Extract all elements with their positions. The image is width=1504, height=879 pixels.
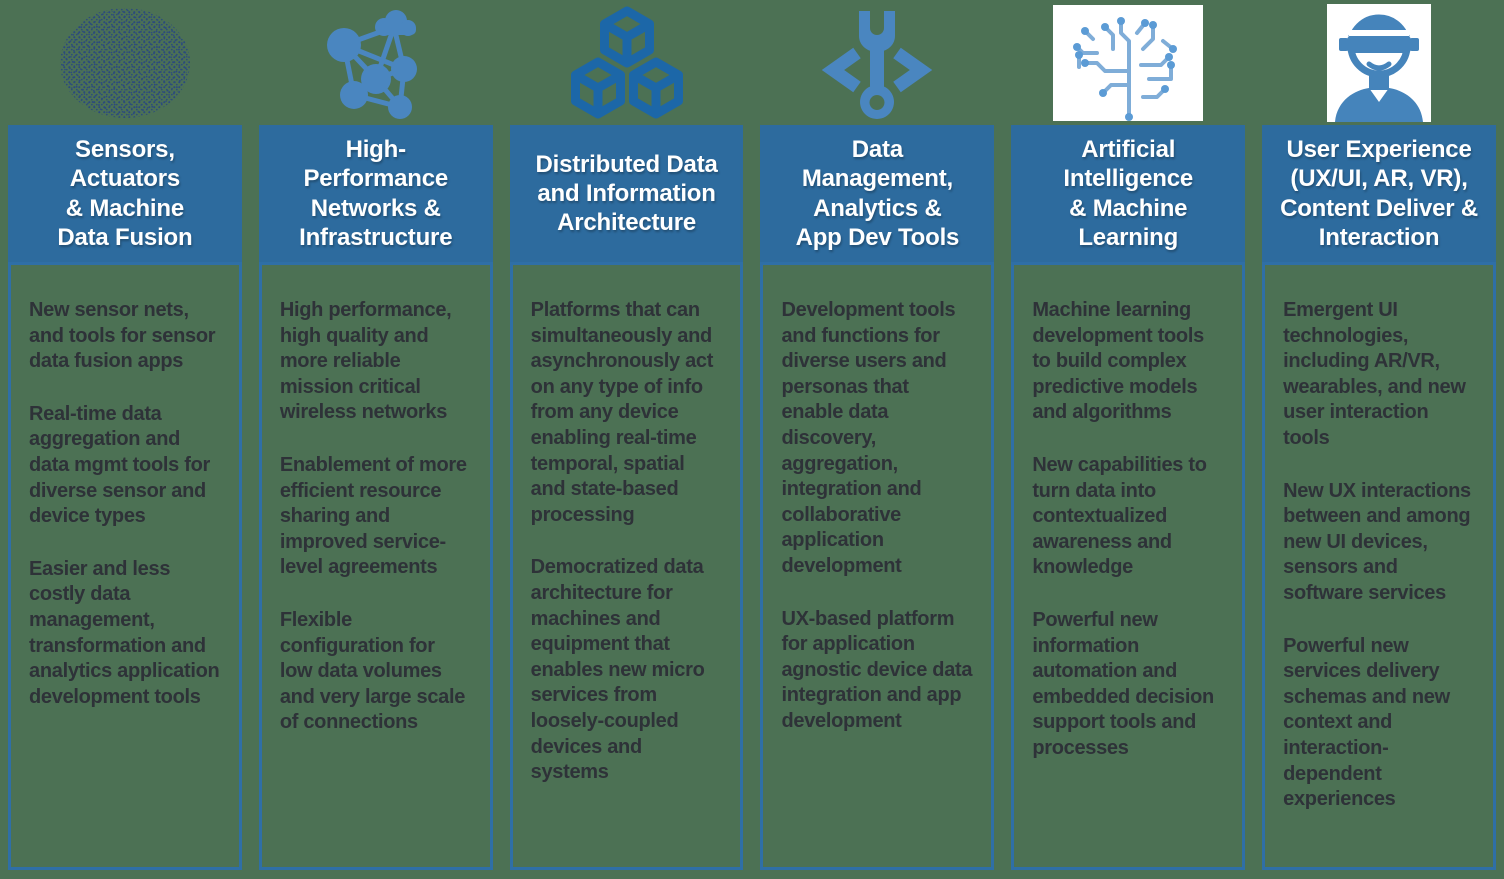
paragraph: Platforms that can simultaneously and as…: [530, 299, 714, 526]
paragraph: New sensor nets, and tools for sensor da…: [29, 299, 216, 373]
column-body: Emergent UI technologies, including AR/V…: [1262, 262, 1496, 870]
paragraph: High performance, high quality and more …: [279, 299, 452, 424]
paragraph: Emergent UI technologies, including AR/V…: [1283, 299, 1466, 449]
column-body: Machine learning development tools to bu…: [1011, 262, 1246, 870]
column-body: Development tools and functions for dive…: [760, 262, 995, 870]
column-header-text: Artificial Intelligence & Machine Learni…: [1063, 135, 1194, 251]
column-header: Sensors, Actuators & Machine Data Fusion: [8, 125, 242, 262]
point-cloud-sphere-icon: [8, 0, 242, 125]
paragraph: Development tools and functions for dive…: [781, 299, 956, 577]
circuit-brain-icon: [1011, 0, 1245, 125]
column-body: Platforms that can simultaneously and as…: [509, 262, 744, 870]
column-header: High- Performance Networks & Infrastruct…: [258, 125, 493, 262]
paragraph: New capabilities to turn data into conte…: [1032, 453, 1207, 579]
network-cloud-icon: [326, 9, 417, 119]
column-header-text: Data Management, Analytics & App Dev Too…: [795, 135, 960, 251]
point-cloud-sphere-icon: [59, 7, 190, 118]
code-wrench-icon: [822, 10, 933, 119]
cubes-icon: [510, 0, 744, 125]
column-distributed-data: Distributed Data and Information Archite…: [509, 0, 744, 870]
column-header-text: High- Performance Networks & Infrastruct…: [299, 135, 453, 251]
column-ai-ml: Artificial Intelligence & Machine Learni…: [1011, 0, 1246, 870]
paragraph: New UX interactions between and among ne…: [1283, 479, 1471, 604]
column-sensors-actuators: Sensors, Actuators & Machine Data Fusion…: [8, 0, 242, 870]
paragraph: Easier and less costly data management, …: [29, 557, 220, 708]
code-wrench-icon: [760, 0, 994, 125]
column-high-performance-networks: High- Performance Networks & Infrastruct…: [258, 0, 493, 870]
circuit-brain-icon: [1053, 4, 1204, 121]
vr-person-icon: [1262, 0, 1496, 125]
paragraph: Flexible configuration for low data volu…: [279, 608, 466, 734]
paragraph: Democratized data architecture for machi…: [530, 556, 705, 784]
paragraph: Powerful new services delivery schemas a…: [1283, 634, 1450, 811]
column-header: Data Management, Analytics & App Dev Too…: [760, 125, 995, 262]
paragraph: Real-time data aggregation and data mgmt…: [29, 402, 210, 528]
column-header: Distributed Data and Information Archite…: [509, 125, 744, 262]
paragraph: Machine learning development tools to bu…: [1032, 299, 1204, 424]
network-cloud-icon: [259, 0, 493, 125]
column-data-management: Data Management, Analytics & App Dev Too…: [760, 0, 995, 870]
paragraph: Enablement of more efficient resource sh…: [279, 453, 467, 579]
column-header: User Experience (UX/UI, AR, VR), Content…: [1262, 125, 1496, 262]
column-body: New sensor nets, and tools for sensor da…: [8, 262, 242, 870]
column-body: High performance, high quality and more …: [258, 262, 493, 870]
column-header-text: Distributed Data and Information Archite…: [535, 150, 718, 237]
column-header-text: Sensors, Actuators & Machine Data Fusion: [57, 135, 193, 251]
vr-person-icon: [1327, 3, 1432, 122]
cubes-icon: [563, 5, 691, 121]
paragraph: UX-based platform for application agnost…: [781, 607, 973, 732]
column-user-experience: User Experience (UX/UI, AR, VR), Content…: [1262, 0, 1496, 870]
column-header: Artificial Intelligence & Machine Learni…: [1011, 125, 1246, 262]
column-header-text: User Experience (UX/UI, AR, VR), Content…: [1280, 135, 1479, 251]
paragraph: Powerful new information automation and …: [1032, 608, 1214, 759]
